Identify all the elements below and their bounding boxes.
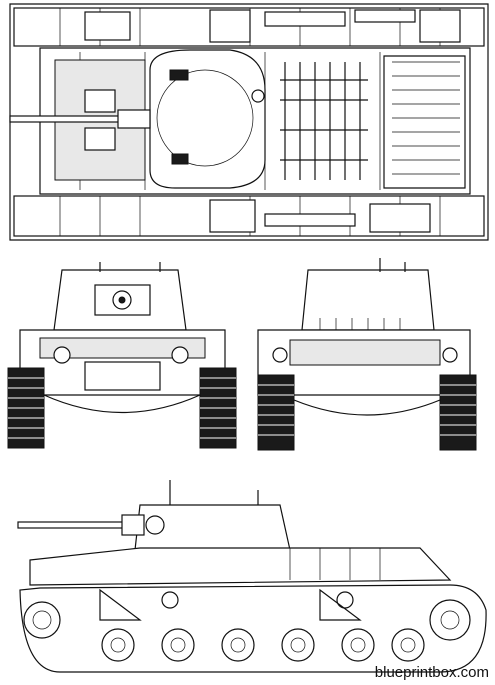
- top-view: [9, 3, 489, 241]
- side-view: [17, 480, 487, 673]
- rear-view: [257, 258, 477, 451]
- watermark: blueprintbox.com: [374, 664, 489, 681]
- front-view: [7, 262, 237, 449]
